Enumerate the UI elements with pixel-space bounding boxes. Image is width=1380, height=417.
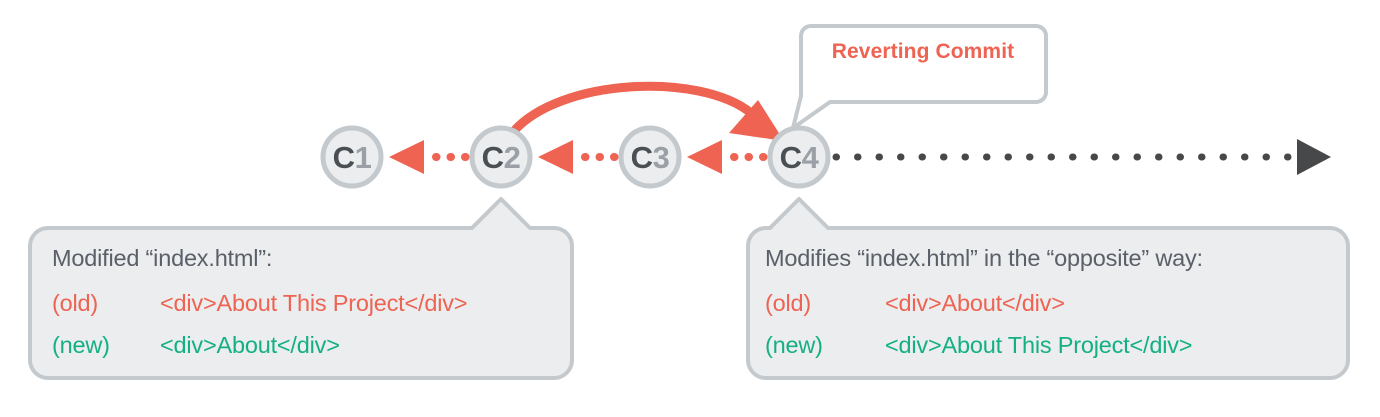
arrowhead-left-icon (389, 140, 424, 174)
commit-node-c3[interactable] (618, 125, 682, 189)
future-timeline-arrowhead-icon (1297, 139, 1331, 175)
diff-tag-old: (old) (765, 290, 812, 316)
revert-arc-c2-to-c4 (508, 81, 784, 141)
diff-tag-new: (new) (765, 332, 823, 358)
parent-link-c2-c1 (389, 140, 470, 174)
callout-left-shape (28, 197, 574, 380)
reverting-commit-tooltip-shape (791, 24, 1048, 130)
diff-code-new: <div>About</div> (160, 332, 340, 358)
callout-left-heading: Modified “index.html”: (52, 245, 273, 271)
callout-right-row-old: (old) <div>About</div> (765, 290, 1065, 317)
diff-tag-old: (old) (52, 290, 99, 316)
revert-arc-arrowhead-icon (729, 100, 784, 141)
arrowhead-left-icon (538, 140, 573, 174)
diff-code-old: <div>About This Project</div> (160, 290, 468, 316)
diff-code-new: <div>About This Project</div> (885, 332, 1193, 358)
callout-left-row-old: (old) <div>About This Project</div> (52, 290, 467, 317)
reverting-commit-label: Reverting Commit (831, 40, 1015, 63)
commit-node-c2[interactable] (469, 125, 533, 189)
callout-right-heading: Modifies “index.html” in the “opposite” … (765, 245, 1203, 271)
callout-right-row-new: (new) <div>About This Project</div> (765, 332, 1192, 359)
revert-arc-curve (508, 81, 756, 137)
callout-left-row-new: (new) <div>About</div> (52, 332, 340, 359)
diff-tag-new: (new) (52, 332, 110, 358)
commit-node-c4[interactable] (767, 125, 831, 189)
arrowhead-left-icon (687, 140, 722, 174)
parent-link-c3-c2 (538, 140, 619, 174)
callout-right-shape (746, 197, 1350, 380)
diff-code-old: <div>About</div> (885, 290, 1065, 316)
parent-link-c4-c3 (687, 140, 768, 174)
commit-node-c1[interactable] (320, 125, 384, 189)
